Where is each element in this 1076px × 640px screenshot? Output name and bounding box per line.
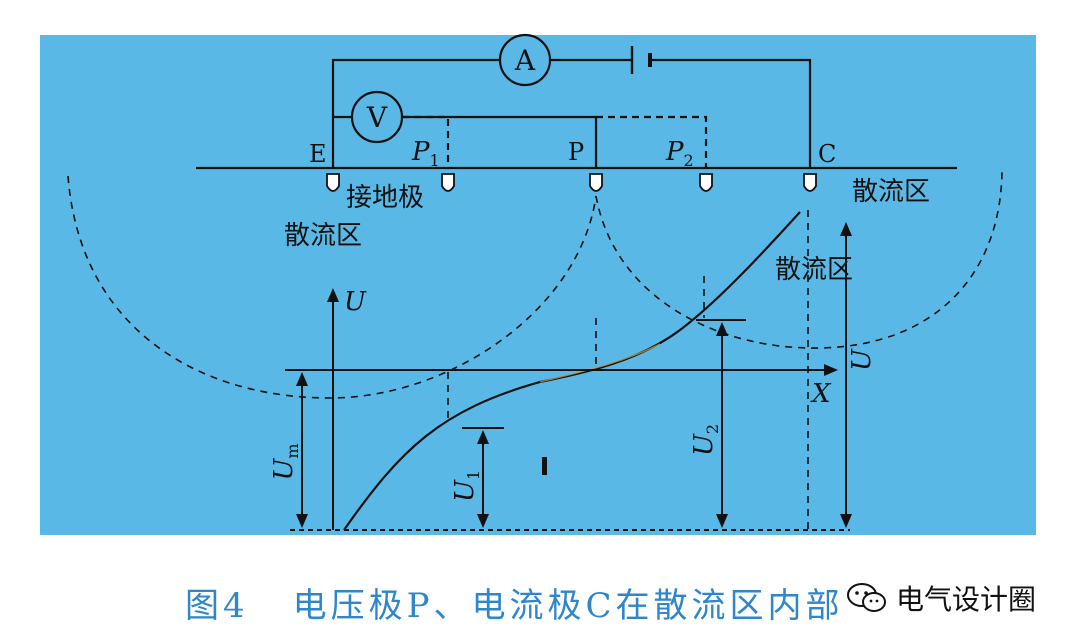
battery-icon — [630, 46, 652, 74]
u-total-arrow-top — [840, 222, 852, 236]
electrode-p-label: P — [568, 138, 584, 166]
watermark: 电气设计圈 — [846, 578, 1036, 618]
left-dispersion-zone-label: 散流区 — [284, 221, 362, 251]
electrode-p-icon — [589, 173, 603, 192]
electrode-c-label: C — [818, 140, 836, 168]
axes — [290, 288, 850, 531]
right-zone-arc — [595, 171, 1003, 349]
ammeter: A — [498, 33, 552, 87]
voltmeter-circle — [350, 90, 404, 144]
u1-label: U1 — [450, 470, 483, 502]
right-dispersion-zone-label: 散流区 — [852, 177, 930, 207]
p1-dashed-wire — [402, 115, 450, 168]
caption-text: 电压极P、电流极C在散流区内部 — [292, 586, 844, 626]
potential-curve-highlight — [539, 343, 661, 383]
electrode-p1-label: P1 — [411, 137, 440, 170]
ammeter-circle — [498, 33, 552, 87]
u-total-label: U — [847, 348, 877, 371]
projection-lines — [447, 210, 809, 530]
um-arrow-bottom — [296, 514, 308, 528]
voltmeter: V — [350, 90, 404, 144]
watermark-text: 电气设计圈 — [895, 583, 1036, 616]
u2-arrow-top — [716, 322, 728, 336]
electrode-p1-icon — [441, 173, 455, 192]
left-zone-arc — [67, 175, 597, 399]
u-axis-label: U — [344, 287, 367, 317]
x-axis-arrow — [824, 364, 838, 376]
figure-caption: 图4 电压极P、电流极C在散流区内部 — [185, 578, 844, 627]
caption-number: 图4 — [185, 586, 249, 626]
u-axis-arrow — [327, 288, 339, 302]
electrode-p2-icon — [699, 173, 713, 192]
electrode-e-icon — [326, 173, 340, 192]
ammeter-label: A — [514, 44, 536, 77]
diagram-panel — [40, 35, 1036, 535]
electrode-stakes — [326, 173, 817, 192]
p2-dashed-wire — [596, 115, 708, 168]
battery-to-c-wire — [650, 58, 812, 168]
dispersion-zone-arcs — [67, 171, 1003, 399]
u1-arrow-top — [477, 430, 489, 444]
center-mark — [542, 457, 547, 475]
u2-arrow-bottom — [716, 514, 728, 528]
current-loop-wire — [331, 58, 500, 168]
circuit — [196, 58, 957, 170]
electrode-p2-label: P2 — [665, 137, 694, 170]
wechat-icon — [846, 583, 886, 612]
u-total-arrow-bottom — [840, 514, 852, 528]
voltmeter-label: V — [366, 101, 388, 134]
x-axis-label: X — [810, 379, 832, 409]
dimension-arrows — [285, 222, 852, 528]
um-label: Um — [269, 443, 302, 480]
electrode-e-label: E — [309, 140, 327, 168]
c-dispersion-zone-label: 散流区 — [775, 255, 853, 285]
um-arrow-top — [296, 372, 308, 386]
ground-electrode-label: 接地极 — [346, 183, 424, 213]
u1-arrow-bottom — [477, 514, 489, 528]
u2-label: U2 — [689, 424, 722, 456]
electrode-c-icon — [803, 173, 817, 192]
